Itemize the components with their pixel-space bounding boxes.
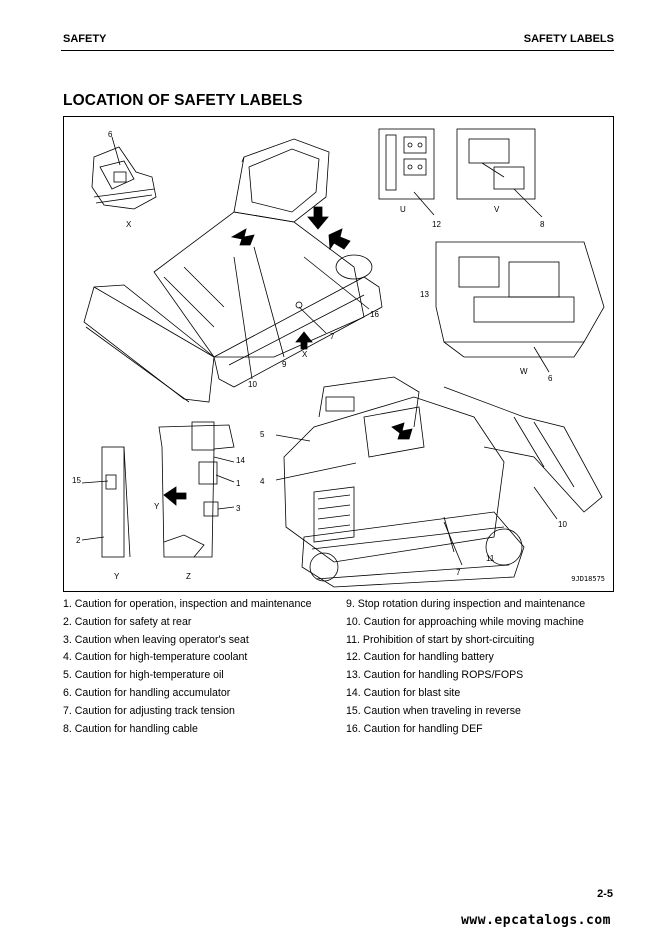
view-x-letter: X [126,220,132,229]
detail-view-y [81,446,131,558]
legend-item: 6. Caution for handling accumulator [63,686,231,699]
view-z-letter: Z [186,572,191,581]
legend-item: 9. Stop rotation during inspection and m… [346,598,586,610]
callout-16: 16 [370,310,379,319]
legend-item: 1. Caution for operation, inspection and… [63,598,312,610]
legend-left-column: 1. Caution for operation, inspection and… [63,596,312,738]
legend-item: 14. Caution for blast site [346,686,461,699]
detail-view-u [378,128,435,216]
legend-item: 8. Caution for handling cable [63,722,198,735]
legend-item: 2. Caution for safety at rear [63,615,192,628]
footer-url-link[interactable]: www.epcatalogs.com [461,913,611,928]
callout-labels: 6 X 10 9 16 7 X U 12 V 8 13 6 W 5 4 14 1… [72,130,567,581]
callout-6-right: 6 [548,374,553,383]
legend-item: 12. Caution for handling battery [346,651,494,664]
callout-12: 12 [432,220,441,229]
view-w-letter: W [520,367,528,376]
legend-item: 5. Caution for high-temperature oil [63,669,224,682]
legend-right-column: 9. Stop rotation during inspection and m… [346,596,585,738]
callout-13: 13 [420,290,429,299]
detail-view-z [158,421,235,558]
callout-15: 15 [72,476,81,485]
callout-10: 10 [248,380,257,389]
legend-item: 16. Caution for handling DEF [346,722,483,735]
callout-2: 2 [76,536,81,545]
callout-8: 8 [540,220,545,229]
callout-5: 5 [260,430,265,439]
header-section: SAFETY [63,33,107,45]
view-x-letter-arrow: X [302,350,308,359]
dozer-rear-view [275,376,603,588]
view-y-letter: Y [114,572,120,581]
callout-14: 14 [236,456,245,465]
header-rule [61,50,614,51]
dozer-front-view [83,138,383,403]
header-subsection: SAFETY LABELS [523,33,614,45]
bulldozer-illustration: 6 X 10 9 16 7 X U 12 V 8 13 6 W 5 4 14 1… [72,128,605,588]
view-u-letter: U [400,205,406,214]
view-v-letter: V [494,205,500,214]
legend-item: 4. Caution for high-temperature coolant [63,651,248,664]
detail-view-x [91,136,157,210]
page-title: LOCATION OF SAFETY LABELS [63,92,303,109]
callout-4: 4 [260,477,265,486]
legend-item: 10. Caution for approaching while moving… [346,615,584,628]
legend-item: 11. Prohibition of start by short-circui… [346,633,535,646]
legend-item: 13. Caution for handling ROPS/FOPS [346,669,524,682]
figure-id: 9JD18575 [571,575,605,583]
detail-view-w [435,241,605,373]
legend-item: 3. Caution when leaving operator's seat [63,633,249,646]
callout-7-top: 7 [330,332,335,341]
callout-6-top: 6 [108,130,113,139]
callout-11: 11 [486,554,495,563]
callout-10-bottom: 10 [558,520,567,529]
safety-label-diagram: 6 X 10 9 16 7 X U 12 V 8 13 6 W 5 4 14 1… [63,116,614,592]
callout-9: 9 [282,360,287,369]
detail-view-v [456,128,543,218]
callout-1: 1 [236,479,241,488]
legend-item: 15. Caution when traveling in reverse [346,704,521,717]
page-number: 2-5 [597,888,613,900]
callout-7-bottom: 7 [456,568,461,577]
legend-item: 7. Caution for adjusting track tension [63,704,235,717]
callout-y-arrow: Y [154,502,160,511]
callout-3: 3 [236,504,241,513]
